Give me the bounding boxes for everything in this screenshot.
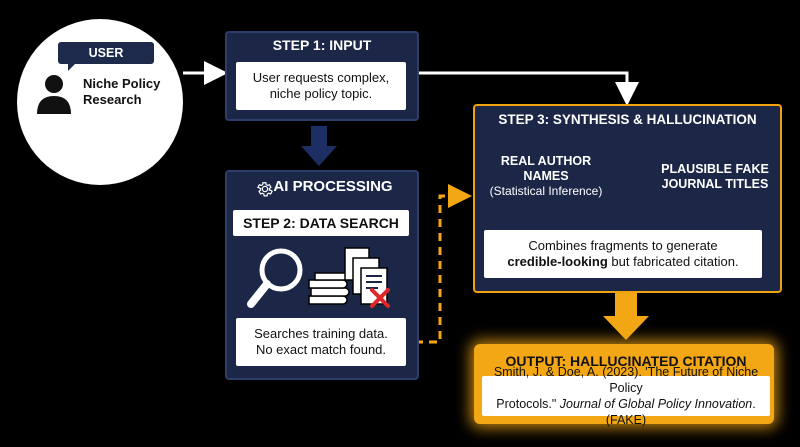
step3-line2: credible-looking but fabricated citation… (507, 254, 738, 270)
step2-body: Searches training data. No exact match f… (236, 318, 406, 366)
output-title: OUTPUT: HALLUCINATED CITATION (505, 353, 747, 369)
x-mark-icon (370, 288, 390, 308)
citation-line1: Smith, J. & Doe, A. (2023). 'The Future … (493, 365, 759, 395)
fake-journal-line2: JOURNAL TITLES (661, 177, 769, 191)
user-label-line2: Research (83, 92, 142, 107)
arrow-step1-to-ai (301, 126, 337, 166)
user-label-line1: Niche Policy (83, 76, 161, 91)
ai-processing-title: AI PROCESSING (273, 178, 393, 195)
step2-line2: No exact match found. (255, 342, 387, 357)
step3-body: Combines fragments to generate credible-… (484, 230, 762, 278)
statistical-inference-label: (Statistical Inference) (489, 184, 603, 198)
books-icon (308, 272, 350, 305)
arrow-step2-to-step3 (387, 184, 472, 344)
arrow-step3-to-output (603, 292, 649, 340)
output-citation: Smith, J. & Doe, A. (2023). 'The Future … (482, 365, 770, 427)
real-author-line2: NAMES (523, 169, 569, 183)
magnifier-icon (247, 248, 303, 308)
citation-part-b: . (FAKE) (605, 397, 756, 427)
real-author-names-label: REAL AUTHOR NAMES (496, 154, 596, 184)
data-search-illustration (247, 247, 390, 308)
user-request-label: Niche Policy Research (83, 76, 160, 108)
citation-journal: Journal of Global Policy Innovation (559, 397, 753, 411)
real-author-line1: REAL AUTHOR (500, 154, 592, 168)
step1-body: User requests complex, niche policy topi… (236, 62, 406, 110)
step2-line1: Searches training data. (254, 326, 388, 341)
step3-line1: Combines fragments to generate (528, 238, 718, 253)
arrow-step1-to-step3 (417, 71, 639, 106)
user-request-badge: USER REQUEST (58, 42, 154, 82)
step3-rest: but fabricated citation. (607, 254, 739, 269)
user-icon (37, 75, 71, 114)
fake-journal-line1: PLAUSIBLE FAKE (661, 162, 769, 176)
step3-title: STEP 3: SYNTHESIS & HALLUCINATION (498, 112, 757, 127)
citation-line2: Protocols." Journal of Global Policy Inn… (482, 396, 770, 428)
fake-journal-titles-label: PLAUSIBLE FAKE JOURNAL TITLES (660, 162, 770, 192)
step1-line1: User requests complex, (252, 70, 390, 85)
step3-bold: credible-looking (507, 254, 608, 269)
citation-part-a: Protocols." (496, 397, 560, 411)
step2-title: STEP 2: DATA SEARCH (233, 210, 409, 236)
gear-icon (257, 182, 273, 197)
step1-line2: niche policy topic. (269, 86, 373, 101)
step1-title: STEP 1: INPUT (272, 37, 372, 53)
